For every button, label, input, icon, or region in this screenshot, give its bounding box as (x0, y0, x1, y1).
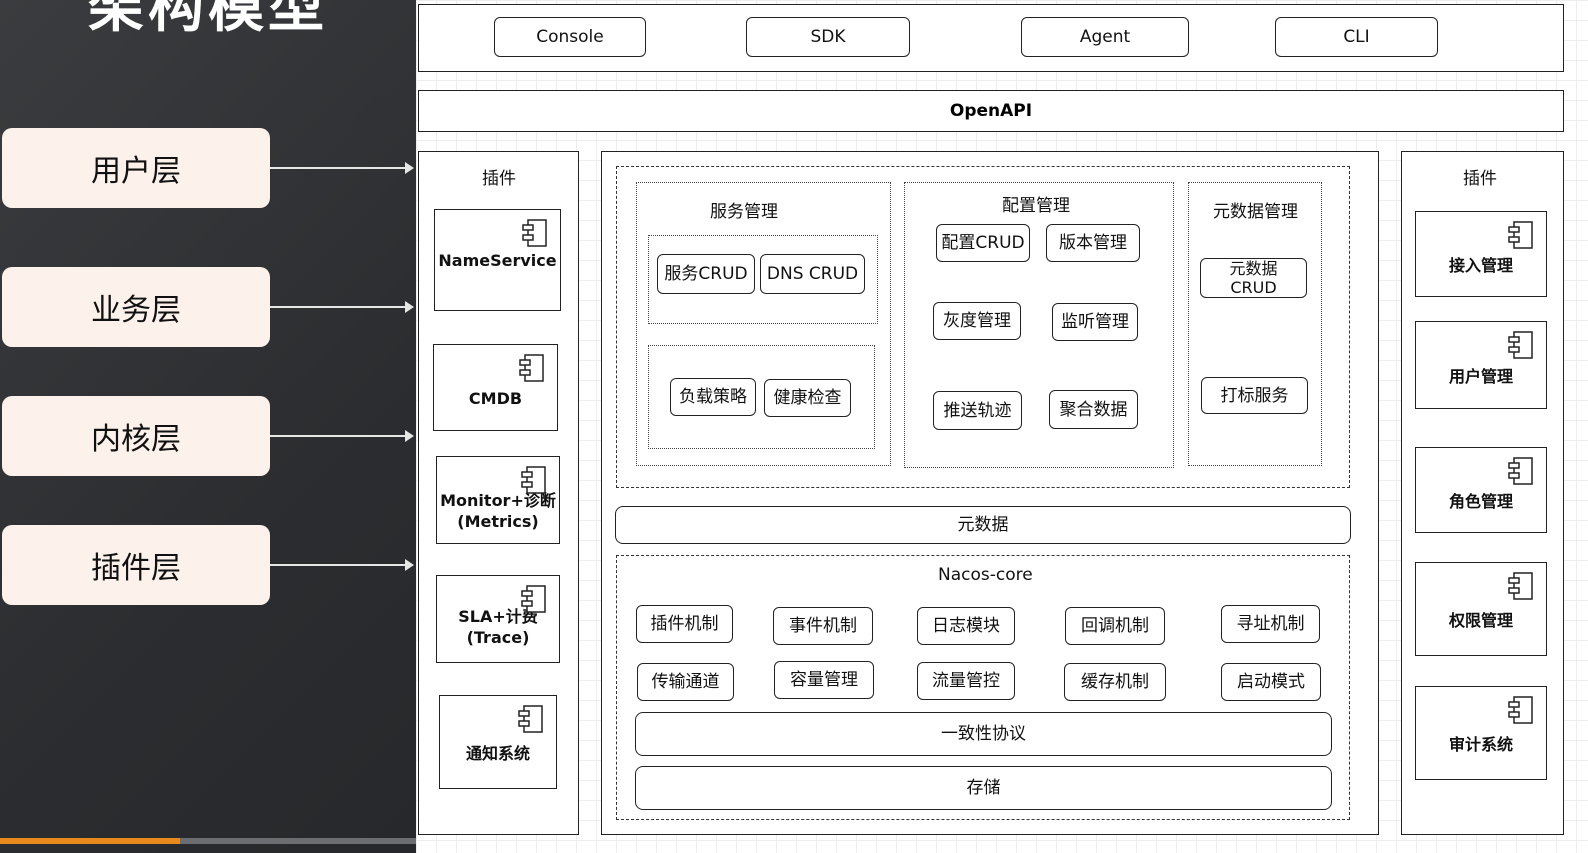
layer-pill-business: 业务层 (2, 267, 270, 347)
lb-strategy-box: 负载策略 (670, 378, 756, 416)
business-layer-dashed (616, 166, 1350, 488)
config-mgmt-title: 配置管理 (1002, 196, 1070, 216)
component-icon (1506, 695, 1536, 725)
plugin-permission: 权限管理 (1415, 562, 1547, 656)
version-mgmt-box: 版本管理 (1046, 224, 1140, 262)
nacos-core-title: Nacos-core (938, 565, 1033, 585)
plugin-monitor: Monitor+诊断 (Metrics) (436, 456, 560, 544)
plugin-access: 接入管理 (1415, 211, 1547, 297)
openapi-box: OpenAPI (418, 90, 1564, 132)
plugin-monitor-label: Monitor+诊断 (Metrics) (440, 491, 556, 531)
agent-box: Agent (1021, 17, 1189, 57)
metadata-bar: 元数据 (615, 506, 1351, 544)
component-icon (1506, 330, 1536, 360)
layer-pill-user: 用户层 (2, 128, 270, 208)
config-crud-box: 配置CRUD (936, 224, 1030, 262)
plugin-notify-label: 通知系统 (465, 743, 530, 763)
plugin-cmdb: CMDB (433, 344, 558, 431)
health-check-box: 健康检查 (764, 379, 851, 417)
layer-arrow (270, 559, 414, 571)
plugin-nameservice-label: NameService (438, 250, 557, 270)
plugin-sla-label: SLA+计费 (Trace) (458, 607, 538, 647)
core-traffic-control: 流量管控 (917, 662, 1015, 700)
layer-pill-core: 内核层 (2, 396, 270, 476)
plugin-nameservice: NameService (434, 209, 561, 311)
dns-crud-box: DNS CRUD (760, 254, 865, 294)
plugin-access-label: 接入管理 (1448, 255, 1513, 275)
cli-box: CLI (1275, 17, 1438, 57)
lb-health-group (648, 345, 875, 449)
service-crud-box: 服务CRUD (657, 254, 755, 294)
core-log-module: 日志模块 (917, 607, 1015, 645)
tagging-service-box: 打标服务 (1201, 377, 1308, 414)
plugin-role-label: 角色管理 (1448, 491, 1513, 511)
gray-mgmt-box: 灰度管理 (933, 302, 1021, 340)
diagram-canvas: Console SDK Agent CLI OpenAPI 插件 NameSer… (416, 0, 1588, 853)
left-plugin-title: 插件 (482, 169, 516, 189)
component-icon (519, 465, 549, 495)
console-box: Console (494, 17, 646, 57)
layer-arrow (270, 430, 414, 442)
accent-bar-gray (180, 838, 416, 844)
component-icon (1506, 456, 1536, 486)
layer-pill-plugin: 插件层 (2, 525, 270, 605)
consistency-protocol-bar: 一致性协议 (635, 712, 1332, 756)
plugin-user: 用户管理 (1415, 321, 1547, 409)
core-startup-mode: 启动模式 (1221, 663, 1321, 701)
component-icon (1506, 571, 1536, 601)
service-crud-group (648, 235, 878, 324)
layer-arrow (270, 301, 414, 313)
core-callback-mechanism: 回调机制 (1065, 607, 1165, 645)
push-trace-box: 推送轨迹 (933, 391, 1022, 430)
storage-bar: 存储 (635, 766, 1332, 810)
plugin-audit-label: 审计系统 (1448, 734, 1513, 754)
plugin-cmdb-label: CMDB (468, 389, 523, 408)
plugin-audit: 审计系统 (1415, 686, 1547, 780)
core-transport-channel: 传输通道 (637, 663, 734, 701)
layer-arrow (270, 162, 414, 174)
core-plugin-mechanism: 插件机制 (636, 605, 733, 643)
service-mgmt-group (636, 182, 891, 466)
plugin-user-label: 用户管理 (1448, 366, 1513, 386)
config-mgmt-group (904, 182, 1174, 468)
service-mgmt-title: 服务管理 (710, 202, 778, 222)
component-icon (1506, 220, 1536, 250)
component-icon (520, 218, 550, 248)
core-event-mechanism: 事件机制 (773, 607, 873, 645)
metadata-mgmt-group (1188, 182, 1322, 466)
right-plugin-title: 插件 (1463, 169, 1497, 189)
component-icon (519, 584, 549, 614)
plugin-notify: 通知系统 (439, 695, 557, 789)
component-icon (516, 704, 546, 734)
core-addressing-mechanism: 寻址机制 (1221, 605, 1320, 643)
plugin-permission-label: 权限管理 (1448, 610, 1513, 630)
listen-mgmt-box: 监听管理 (1052, 303, 1138, 341)
accent-bar (0, 838, 180, 844)
metadata-mgmt-title: 元数据管理 (1213, 202, 1298, 222)
core-cache-mechanism: 缓存机制 (1064, 663, 1166, 701)
metadata-crud-box: 元数据 CRUD (1200, 258, 1307, 298)
component-icon (517, 353, 547, 383)
core-capacity-mgmt: 容量管理 (774, 661, 874, 699)
sdk-box: SDK (746, 17, 910, 57)
aggregate-data-box: 聚合数据 (1049, 390, 1138, 429)
plugin-sla: SLA+计费 (Trace) (436, 575, 560, 663)
slide-title-fragment: 架构模型 (88, 0, 328, 40)
plugin-role: 角色管理 (1415, 447, 1547, 533)
nacos-core-dashed (616, 555, 1350, 820)
